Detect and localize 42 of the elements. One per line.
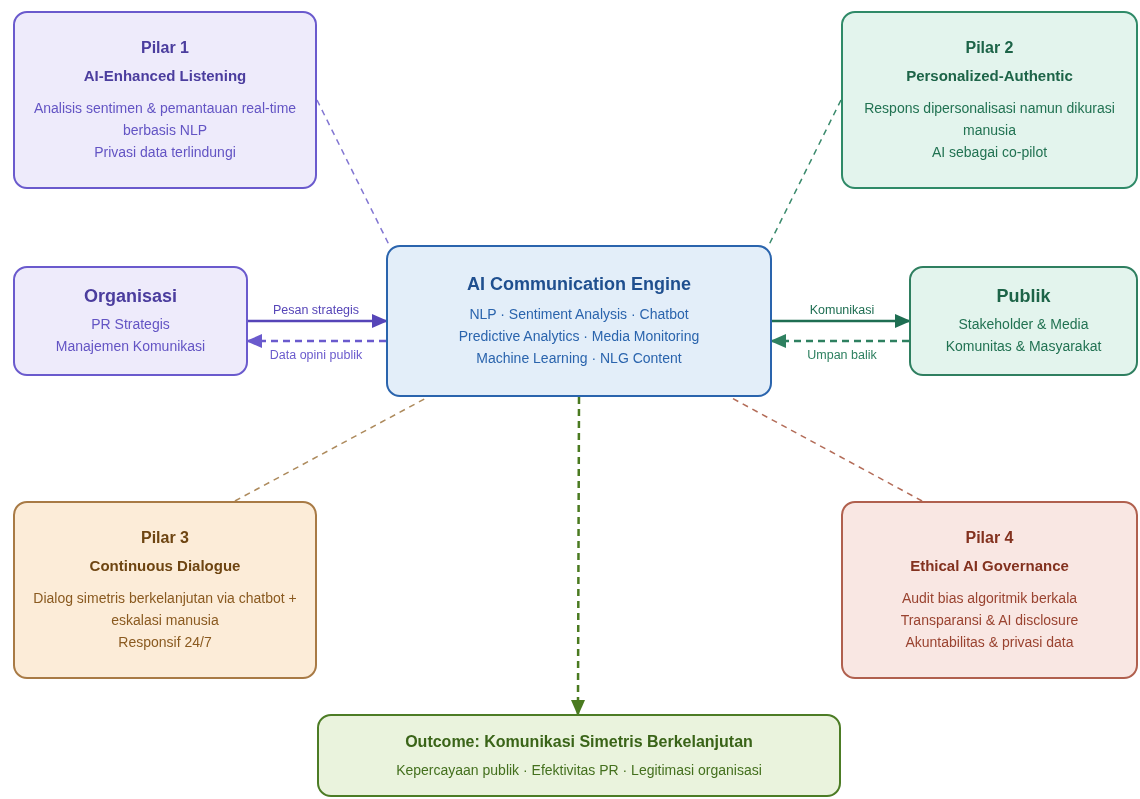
actor-description: Stakeholder & Media (958, 315, 1089, 334)
pillar-description: Transparansi & AI disclosure (900, 611, 1079, 630)
actor-description: Komunitas & Masyarakat (945, 337, 1102, 356)
pillar-number: Pilar 3 (141, 528, 189, 548)
outcome-box (317, 714, 841, 797)
arrow (571, 397, 585, 716)
pillar-box (841, 11, 1138, 189)
pillar-description: Responsif 24/7 (118, 633, 212, 652)
pillar-description: Dialog simetris berkelanjutan via chatbot + eskalasi manusia (32, 589, 298, 630)
pillar-number: Pilar 2 (965, 38, 1014, 58)
actor-box (13, 266, 248, 376)
pillar-box (13, 501, 317, 679)
outcome-description: Kepercayaan publik · Efektivitas PR · Legitimasi organisasi (396, 760, 762, 780)
actor-description: Manajemen Komunikasi (55, 337, 206, 356)
arrow (248, 314, 388, 328)
pillar-description: Respons dipersonalisasi namun dikurasi manusia (863, 99, 1116, 140)
actor-box (909, 266, 1138, 376)
actor-title: Organisasi (83, 285, 177, 307)
pillar-title: Continuous Dialogue (89, 556, 241, 576)
engine-features: Machine Learning · NLG Content (476, 349, 682, 368)
pillar-title: AI-Enhanced Listening (83, 66, 247, 86)
pillar-description: Privasi data terlindungi (94, 143, 236, 162)
outcome-title: Outcome: Komunikasi Simetris Berkelanjutan (405, 731, 753, 752)
arrow (246, 334, 386, 348)
actor-description: PR Strategis (91, 315, 170, 334)
engine-features: NLP · Sentiment Analysis · Chatbot (469, 305, 689, 324)
pillar-title: Ethical AI Governance (910, 556, 1069, 576)
engine-features: Predictive Analytics · Media Monitoring (458, 327, 700, 346)
pillar-description: Akuntabilitas & privasi data (905, 633, 1074, 652)
pillar-description: AI sebagai co-pilot (931, 143, 1048, 162)
pillar-number: Pilar 4 (965, 528, 1014, 548)
pillar-number: Pilar 1 (141, 38, 189, 58)
pillar-title: Personalized-Authentic (906, 66, 1073, 86)
engine-box (386, 245, 772, 397)
actor-title: Publik (996, 285, 1051, 307)
pillar-box (841, 501, 1138, 679)
pillar-box (13, 11, 317, 189)
arrow (770, 334, 909, 349)
pillar-description: Audit bias algoritmik berkala (901, 589, 1078, 608)
arrow (772, 314, 911, 328)
pillar-description: Analisis sentimen & pemantauan real-time berbasis NLP (32, 99, 298, 140)
engine-title: AI Communication Engine (467, 273, 691, 295)
